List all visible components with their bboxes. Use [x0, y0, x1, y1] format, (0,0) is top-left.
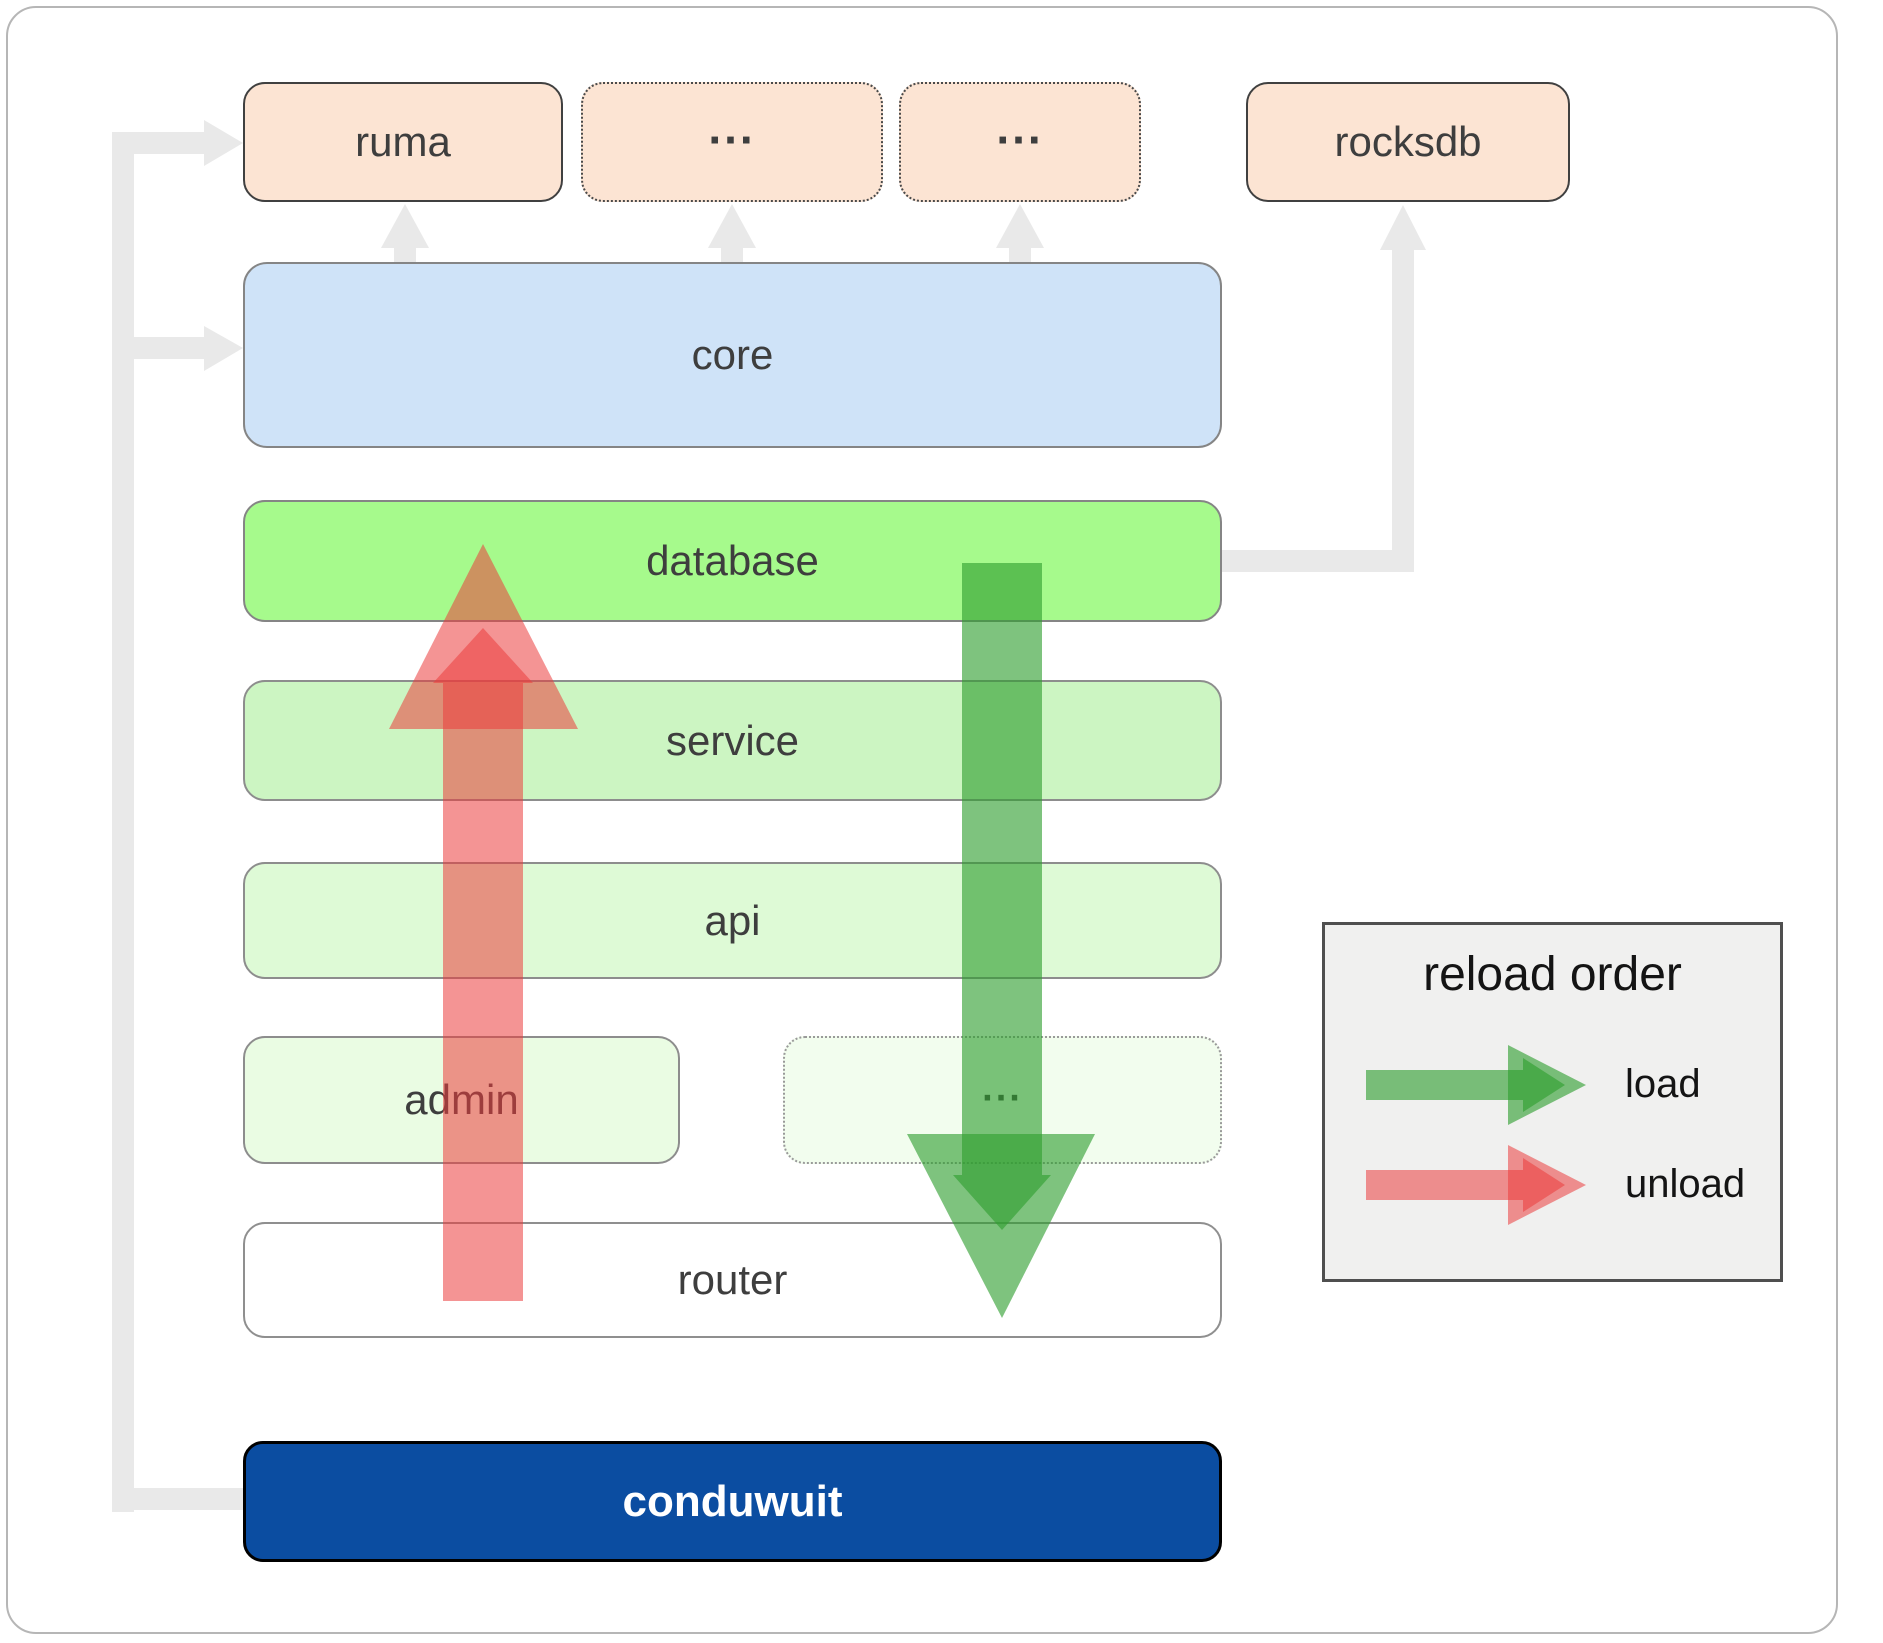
node-core: core — [243, 262, 1222, 448]
node-external-more-1: ... — [581, 82, 883, 202]
node-rocksdb-label: rocksdb — [1334, 118, 1482, 165]
arrow-to-ruma-head-icon — [204, 120, 243, 166]
node-router-label: router — [677, 1256, 788, 1303]
node-database-label: database — [646, 537, 819, 584]
node-external-more-2-label: ... — [996, 101, 1044, 154]
node-database: database — [243, 500, 1222, 622]
spine-elbow-conduwuit — [112, 1488, 243, 1510]
arrow-to-core-shaft — [124, 337, 204, 359]
legend-title: reload order — [1423, 948, 1682, 1001]
node-conduwuit: conduwuit — [243, 1441, 1222, 1562]
arrow-db-rocksdb-vertical — [1392, 248, 1414, 572]
unload-arrow-icon — [389, 544, 578, 1301]
node-ruma: ruma — [243, 82, 563, 202]
node-external-more-2: ... — [899, 82, 1141, 202]
legend-load-label: load — [1625, 1062, 1701, 1106]
spine-line — [112, 132, 134, 1512]
legend-unload-label: unload — [1625, 1162, 1746, 1206]
load-arrow-icon — [907, 563, 1095, 1318]
arrow-to-core-head-icon — [204, 326, 243, 371]
arrow-to-ruma-shaft — [124, 132, 204, 154]
arrow-core-to-ruma-head-icon — [381, 204, 429, 248]
node-conduwuit-label: conduwuit — [622, 1476, 843, 1526]
legend-unload-arrow-icon — [1366, 1145, 1586, 1225]
arrow-core-to-more1-shaft — [721, 246, 743, 263]
legend-arrows — [1366, 1045, 1586, 1225]
arrow-core-to-more2-shaft — [1009, 246, 1031, 263]
node-ruma-label: ruma — [355, 118, 451, 165]
node-external-more-1-label: ... — [708, 101, 756, 154]
node-core-label: core — [691, 331, 774, 378]
node-service-label: service — [665, 716, 800, 764]
node-api: api — [243, 862, 1222, 979]
arrow-core-to-more1-head-icon — [708, 204, 756, 248]
page-border — [6, 6, 1838, 1634]
arrow-core-to-more2-head-icon — [996, 204, 1044, 248]
arrow-core-to-ruma-shaft — [394, 246, 416, 263]
legend: reload order load unload — [1322, 922, 1783, 1282]
legend-load-arrow-icon — [1366, 1045, 1586, 1125]
arrow-db-rocksdb-head-icon — [1380, 205, 1426, 250]
node-api-label: api — [704, 896, 761, 944]
node-router: router — [243, 1222, 1222, 1338]
node-rocksdb: rocksdb — [1246, 82, 1570, 202]
arrow-db-rocksdb-horizontal — [1222, 550, 1398, 572]
